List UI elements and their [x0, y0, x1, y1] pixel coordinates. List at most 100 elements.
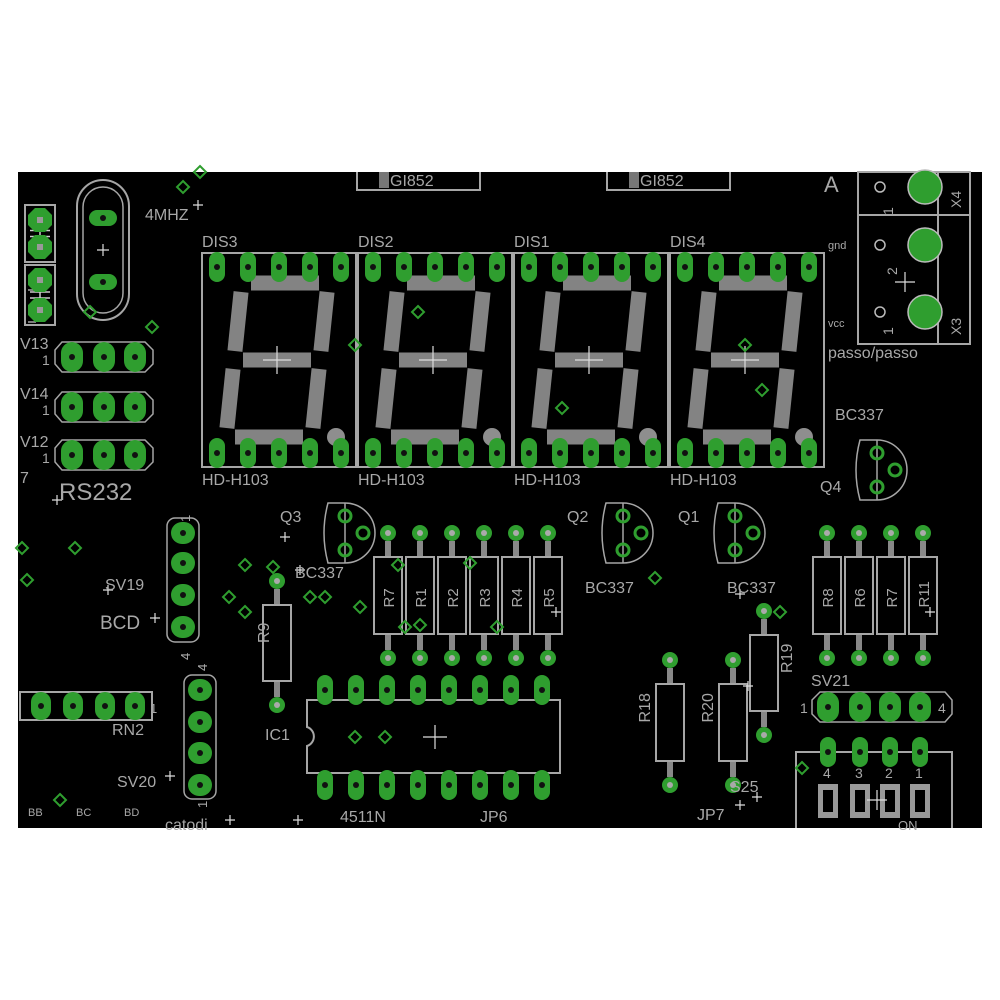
transistor-pad: [727, 508, 743, 524]
pad-drill: [197, 750, 203, 756]
pad-drill: [888, 530, 894, 536]
display-segment: [539, 291, 561, 352]
silk-label: 4: [823, 765, 831, 781]
regulator-tab: [629, 172, 639, 188]
resistor-body: [655, 683, 685, 762]
pad-drill: [713, 450, 719, 456]
pad-drill: [37, 217, 43, 223]
origin-cross: [867, 790, 887, 810]
pad-drill: [37, 244, 43, 250]
silk-label: BC337: [295, 565, 344, 582]
origin-cross: [52, 495, 62, 505]
pad-drill: [557, 450, 563, 456]
pad-drill: [775, 450, 781, 456]
pad-drill: [856, 655, 862, 661]
origin-cross: [735, 800, 745, 810]
pad-drill: [101, 354, 107, 360]
pad-drill: [619, 450, 625, 456]
resistor-label: R3: [477, 588, 494, 607]
resistor-label: R7: [884, 588, 901, 607]
silk-label: 1: [42, 402, 50, 418]
silk-label: 1: [195, 801, 210, 808]
resistor-body: [844, 556, 874, 635]
via: [175, 179, 191, 195]
silk-label: Q1: [678, 509, 699, 526]
transistor-pad: [337, 508, 353, 524]
silk-label: 1: [42, 450, 50, 466]
display-name-label: DIS3: [202, 234, 238, 251]
pad-drill: [682, 450, 688, 456]
terminal-screw: [907, 169, 943, 205]
pad-drill: [856, 530, 862, 536]
resistor-label: R8: [820, 588, 837, 607]
display-segment: [461, 368, 483, 429]
pad-drill: [920, 530, 926, 536]
silk-label: V13: [20, 336, 49, 353]
display-segment: [695, 291, 717, 352]
dip-toggle-slot: [823, 790, 833, 812]
via: [317, 589, 333, 605]
pad-drill: [917, 704, 923, 710]
via: [412, 617, 428, 633]
pad-drill: [557, 264, 563, 270]
silk-label: BC: [76, 807, 91, 819]
pad-drill: [338, 264, 344, 270]
resistor-body: [533, 556, 563, 635]
origin-cross: [895, 272, 915, 292]
silk-label: 1: [178, 515, 193, 522]
via: [302, 589, 318, 605]
silk-label: BD: [124, 807, 139, 819]
silk-label: V14: [20, 386, 49, 403]
pad-drill: [214, 450, 220, 456]
silk-label: 1: [880, 207, 896, 215]
pad-drill: [214, 264, 220, 270]
transistor-pad: [869, 445, 885, 461]
sv21-outline: [811, 691, 953, 723]
silk-label: 3: [855, 765, 863, 781]
via: [192, 164, 208, 180]
via: [221, 589, 237, 605]
origin-cross: [295, 565, 305, 575]
resistor-label: R20: [700, 693, 717, 722]
via: [14, 540, 30, 556]
origin-cross: [280, 532, 290, 542]
pad-drill: [274, 702, 280, 708]
pad-drill: [432, 450, 438, 456]
silk-label: 2: [885, 765, 893, 781]
pad-drill: [449, 655, 455, 661]
pad-drill: [180, 560, 186, 566]
pad-drill: [857, 749, 863, 755]
pad-drill: [545, 530, 551, 536]
display-segment: [773, 368, 795, 429]
origin-cross: [150, 613, 160, 623]
silk-label: IC1: [265, 727, 290, 744]
origin-cross: [103, 585, 113, 595]
header-outline: [54, 439, 154, 471]
pad-drill: [353, 782, 359, 788]
resistor-body: [908, 556, 938, 635]
pad-drill: [508, 687, 514, 693]
pad-drill: [539, 782, 545, 788]
silk-label: 1: [800, 700, 808, 716]
resistor-label: R2: [445, 588, 462, 607]
origin-cross: [551, 607, 561, 617]
display-type-label: HD-H103: [202, 472, 269, 489]
sv20-outline: [183, 674, 217, 800]
pad-drill: [446, 687, 452, 693]
pad-drill: [825, 749, 831, 755]
pad-drill: [667, 782, 673, 788]
origin-cross: [193, 200, 203, 210]
via: [347, 337, 363, 353]
pad-drill: [446, 782, 452, 788]
resistor-label: R11: [916, 581, 933, 607]
dip-toggle-slot: [885, 790, 895, 812]
silk-label: ON: [898, 818, 918, 833]
via: [554, 400, 570, 416]
dip-switch-outline: [795, 751, 953, 828]
pad-drill: [650, 264, 656, 270]
transistor-outline: [323, 502, 376, 564]
pad-drill: [37, 277, 43, 283]
silk-label: vcc: [828, 318, 845, 330]
resistor-label: R19: [779, 644, 796, 673]
pad-drill: [100, 279, 106, 285]
